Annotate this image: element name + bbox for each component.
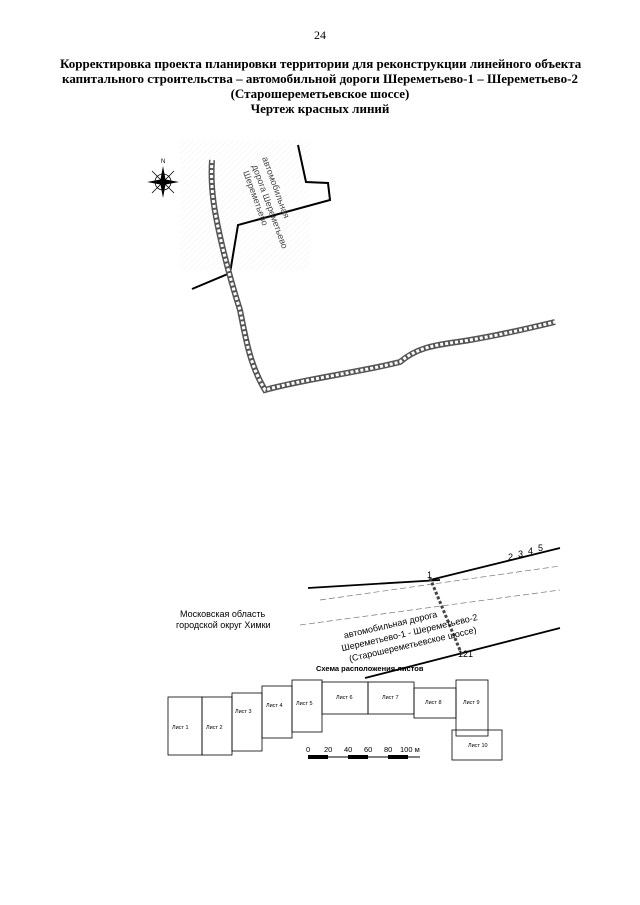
sheet-9-label: Лист 9: [463, 700, 480, 706]
scale-label-40: 40: [344, 745, 352, 754]
point-label-121: 121: [458, 649, 473, 659]
sheet-5-label: Лист 5: [296, 701, 313, 707]
point-label-5: 5: [538, 543, 543, 553]
sheet-3-frame: [231, 692, 263, 752]
scale-label-80: 80: [384, 745, 392, 754]
sheet-7-label: Лист 7: [382, 695, 399, 701]
title-line-3: (Старошереметьевское шоссе): [230, 86, 410, 101]
detail-map: 1 2 3 4 5 121 Московская область городск…: [176, 543, 561, 679]
sheet-scheme: Схема расположения листов Лист 1 Лист 2 …: [167, 664, 503, 761]
road-edge-lower: [299, 589, 561, 626]
region-label-line-2: городской округ Химки: [176, 620, 271, 630]
sheet-6-label: Лист 6: [336, 695, 353, 701]
title-line-4: Чертеж красных линий: [250, 101, 390, 116]
point-label-3: 3: [518, 549, 523, 559]
scale-label-60: 60: [364, 745, 372, 754]
scale-label-0: 0: [306, 745, 310, 754]
terrain-hatching: [180, 140, 310, 270]
point-label-4: 4: [528, 546, 533, 556]
sheet-3-label: Лист 3: [235, 709, 252, 715]
sheet-10-frame: [451, 729, 503, 761]
scale-label-20: 20: [324, 745, 332, 754]
road-route-inner: [210, 159, 556, 392]
region-label-line-1: Московская область: [180, 609, 265, 619]
sheet-scheme-title: Схема расположения листов: [316, 664, 424, 673]
point-label-2: 2: [508, 552, 513, 562]
title-line-2: капитального строительства – автомобильн…: [62, 71, 578, 86]
overview-map: автомобильная дорога Шереметьево Шеремет…: [147, 140, 556, 394]
page-number: 24: [314, 28, 326, 42]
compass-rose-icon: N: [147, 159, 179, 198]
sheet-4-label: Лист 4: [266, 703, 283, 709]
scale-segment-1: [308, 755, 328, 759]
sheet-4-frame: [261, 685, 293, 739]
scale-segment-5: [388, 755, 408, 759]
sheet-8-label: Лист 8: [425, 700, 442, 706]
sheet-2-label: Лист 2: [206, 725, 223, 731]
sheet-10-label: Лист 10: [468, 743, 488, 749]
cross-boundary-line: [428, 577, 464, 656]
sheet-9-frame: [455, 679, 489, 737]
compass-label: N: [161, 159, 165, 165]
red-line-top-right: [429, 547, 561, 581]
title-line-1: Корректировка проекта планировки террито…: [60, 56, 582, 71]
point-label-1: 1: [427, 570, 432, 580]
scale-label-100: 100 м: [400, 745, 420, 754]
sheet-1-label: Лист 1: [172, 725, 189, 731]
road-edge-upper: [319, 565, 561, 601]
red-line-top-left: [307, 579, 441, 589]
document-title: Корректировка проекта планировки террито…: [60, 56, 582, 116]
scale-segment-3: [348, 755, 368, 759]
scale-bar: 0 20 40 60 80 100 м: [306, 745, 420, 759]
